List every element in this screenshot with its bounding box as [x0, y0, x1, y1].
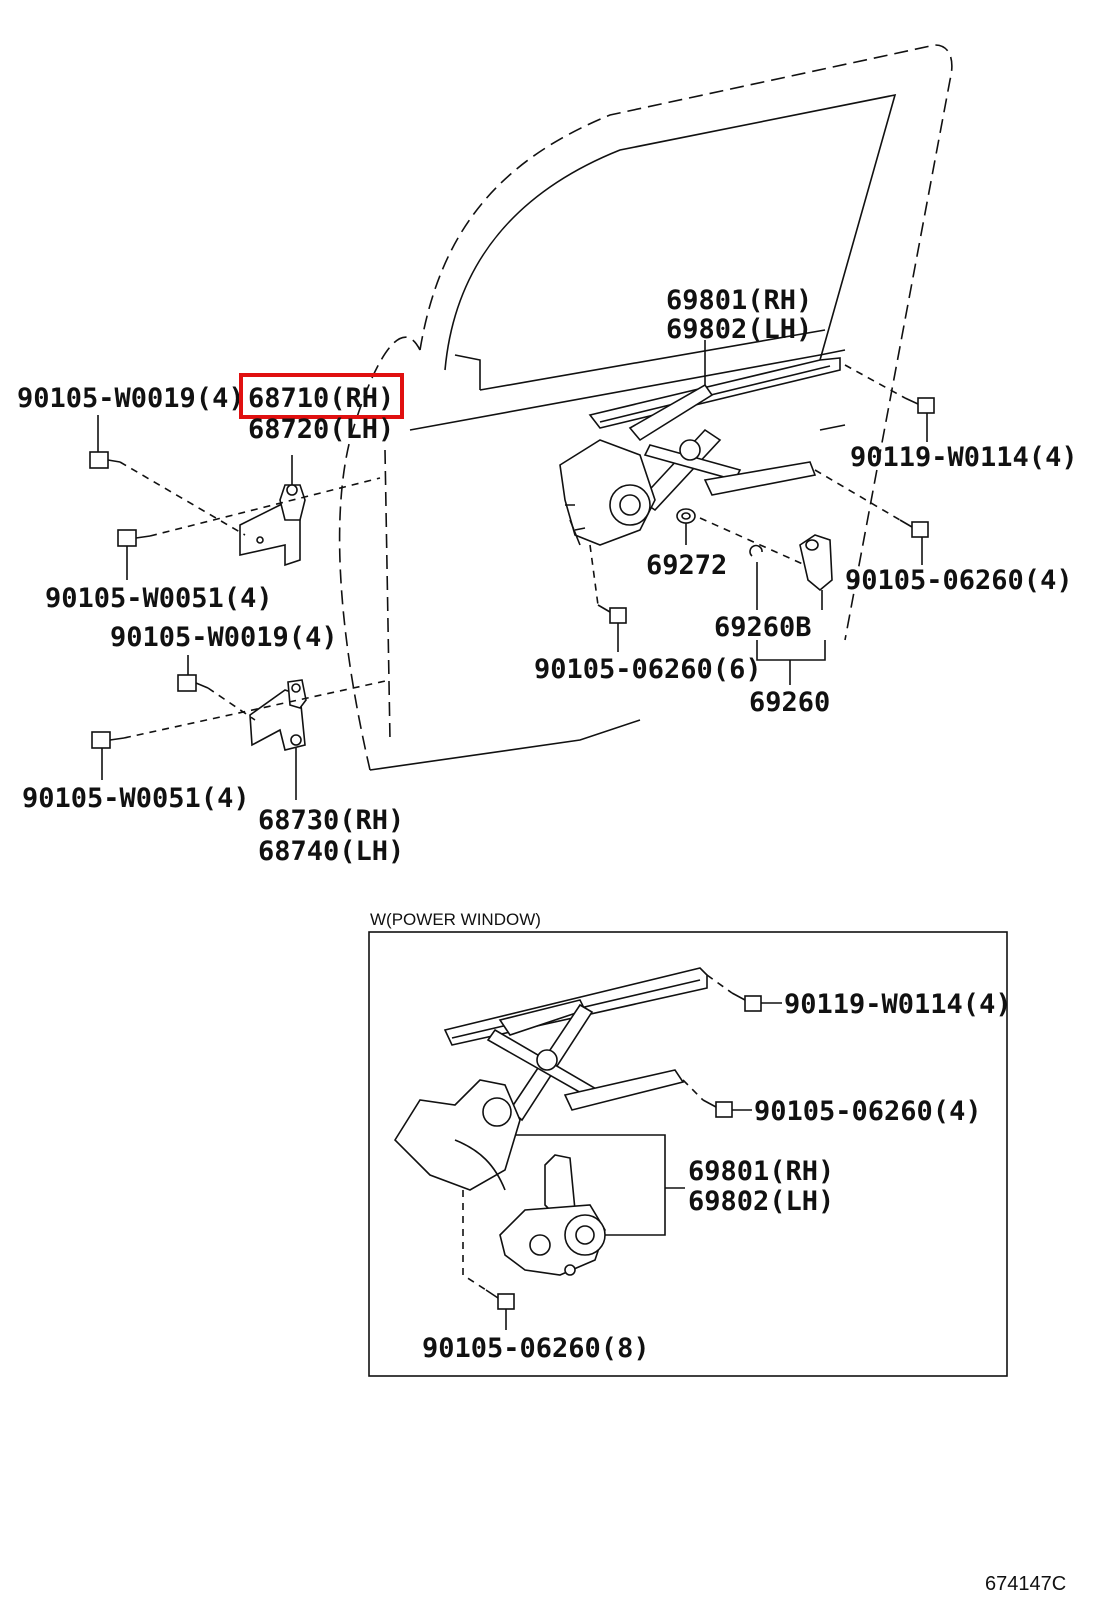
figure-code: 674147C: [985, 1573, 1066, 1595]
label-hinge-lower-screw: 90105-W0051(4): [22, 783, 250, 814]
upper-hinge: [239, 455, 306, 567]
lower-hinge-bolt: [177, 655, 209, 692]
label-regulator-rh: 69801(RH): [666, 285, 812, 316]
label-handle: 69260: [749, 687, 830, 718]
power-regulator: [393, 967, 708, 1276]
label-power-regulator-rh: 69801(RH): [688, 1156, 834, 1187]
window-handle: [799, 534, 833, 610]
power-bolt-top: [731, 992, 782, 1012]
regulator-bolt-low: [597, 604, 627, 652]
upper-hinge-bolt: [89, 415, 121, 469]
power-window-inset: W(POWER WINDOW): [368, 910, 1012, 1377]
label-hinge-upper-rh: 68710(RH): [248, 383, 394, 414]
lower-hinge-screw: [91, 731, 125, 780]
washer: [676, 508, 696, 545]
inset-frame: [368, 931, 1008, 1377]
power-window-title: W(POWER WINDOW): [370, 910, 541, 929]
power-bolt-mid: [702, 1099, 752, 1118]
lower-hinge: [249, 679, 307, 800]
label-power-regulator-lh: 69802(LH): [688, 1186, 834, 1217]
clip: [749, 544, 763, 610]
upper-hinge-screw: [117, 529, 151, 580]
label-hinge-upper-lh: 68720(LH): [248, 414, 394, 445]
label-hinge-lower-rh: 68730(RH): [258, 805, 404, 836]
label-washer: 69272: [646, 550, 727, 581]
label-hinge-upper-screw: 90105-W0051(4): [45, 583, 273, 614]
label-power-bolt-low: 90105-06260(8): [422, 1333, 650, 1364]
label-regulator-bolt-mid: 90105-06260(4): [845, 565, 1073, 596]
regulator-bolt-top: [904, 397, 935, 442]
regulator-bolt-mid: [899, 519, 929, 565]
label-hinge-lower-lh: 68740(LH): [258, 836, 404, 867]
label-regulator-lh: 69802(LH): [666, 314, 812, 345]
window-regulator: [559, 340, 841, 546]
power-bolt-low: [485, 1289, 515, 1330]
label-hinge-upper-bolt: 90105-W0019(4): [17, 383, 245, 414]
label-power-bolt-mid: 90105-06260(4): [754, 1096, 982, 1127]
label-hinge-lower-bolt: 90105-W0019(4): [110, 622, 338, 653]
highlight-box: [239, 373, 404, 419]
label-regulator-bolt-top: 90119-W0114(4): [850, 442, 1078, 473]
label-regulator-bolt-low: 90105-06260(6): [534, 654, 762, 685]
label-power-bolt-top: 90119-W0114(4): [784, 989, 1012, 1020]
label-handle-b: 69260B: [714, 612, 812, 643]
door-outline: [338, 44, 953, 771]
